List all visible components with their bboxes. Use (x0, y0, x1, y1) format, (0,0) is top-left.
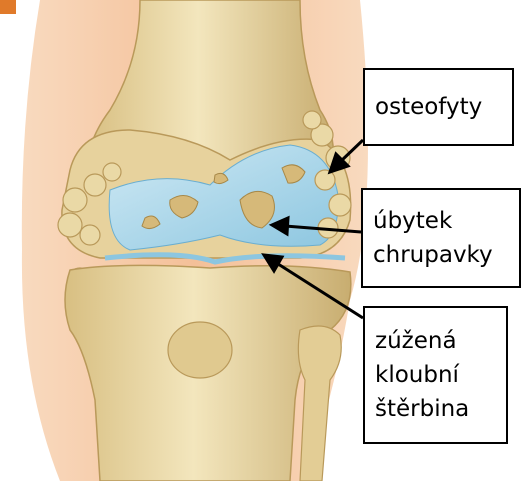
tibial-tuberosity (168, 322, 232, 378)
label-osteofyty-text: osteofyty (375, 90, 482, 124)
label-zuzena-kloubni-sterbina: zúžená kloubní štěrbina (363, 306, 508, 444)
label-osteofyty: osteofyty (363, 68, 514, 146)
label-zuzena-line2: kloubní (375, 358, 496, 392)
label-zuzena-line1: zúžená (375, 324, 496, 358)
label-ubytek-chrupavky: úbytek chrupavky (361, 188, 521, 288)
label-ubytek-line1: úbytek (373, 204, 509, 238)
label-zuzena-line3: štěrbina (375, 392, 496, 426)
fibula (298, 326, 341, 481)
label-ubytek-line2: chrupavky (373, 238, 509, 272)
